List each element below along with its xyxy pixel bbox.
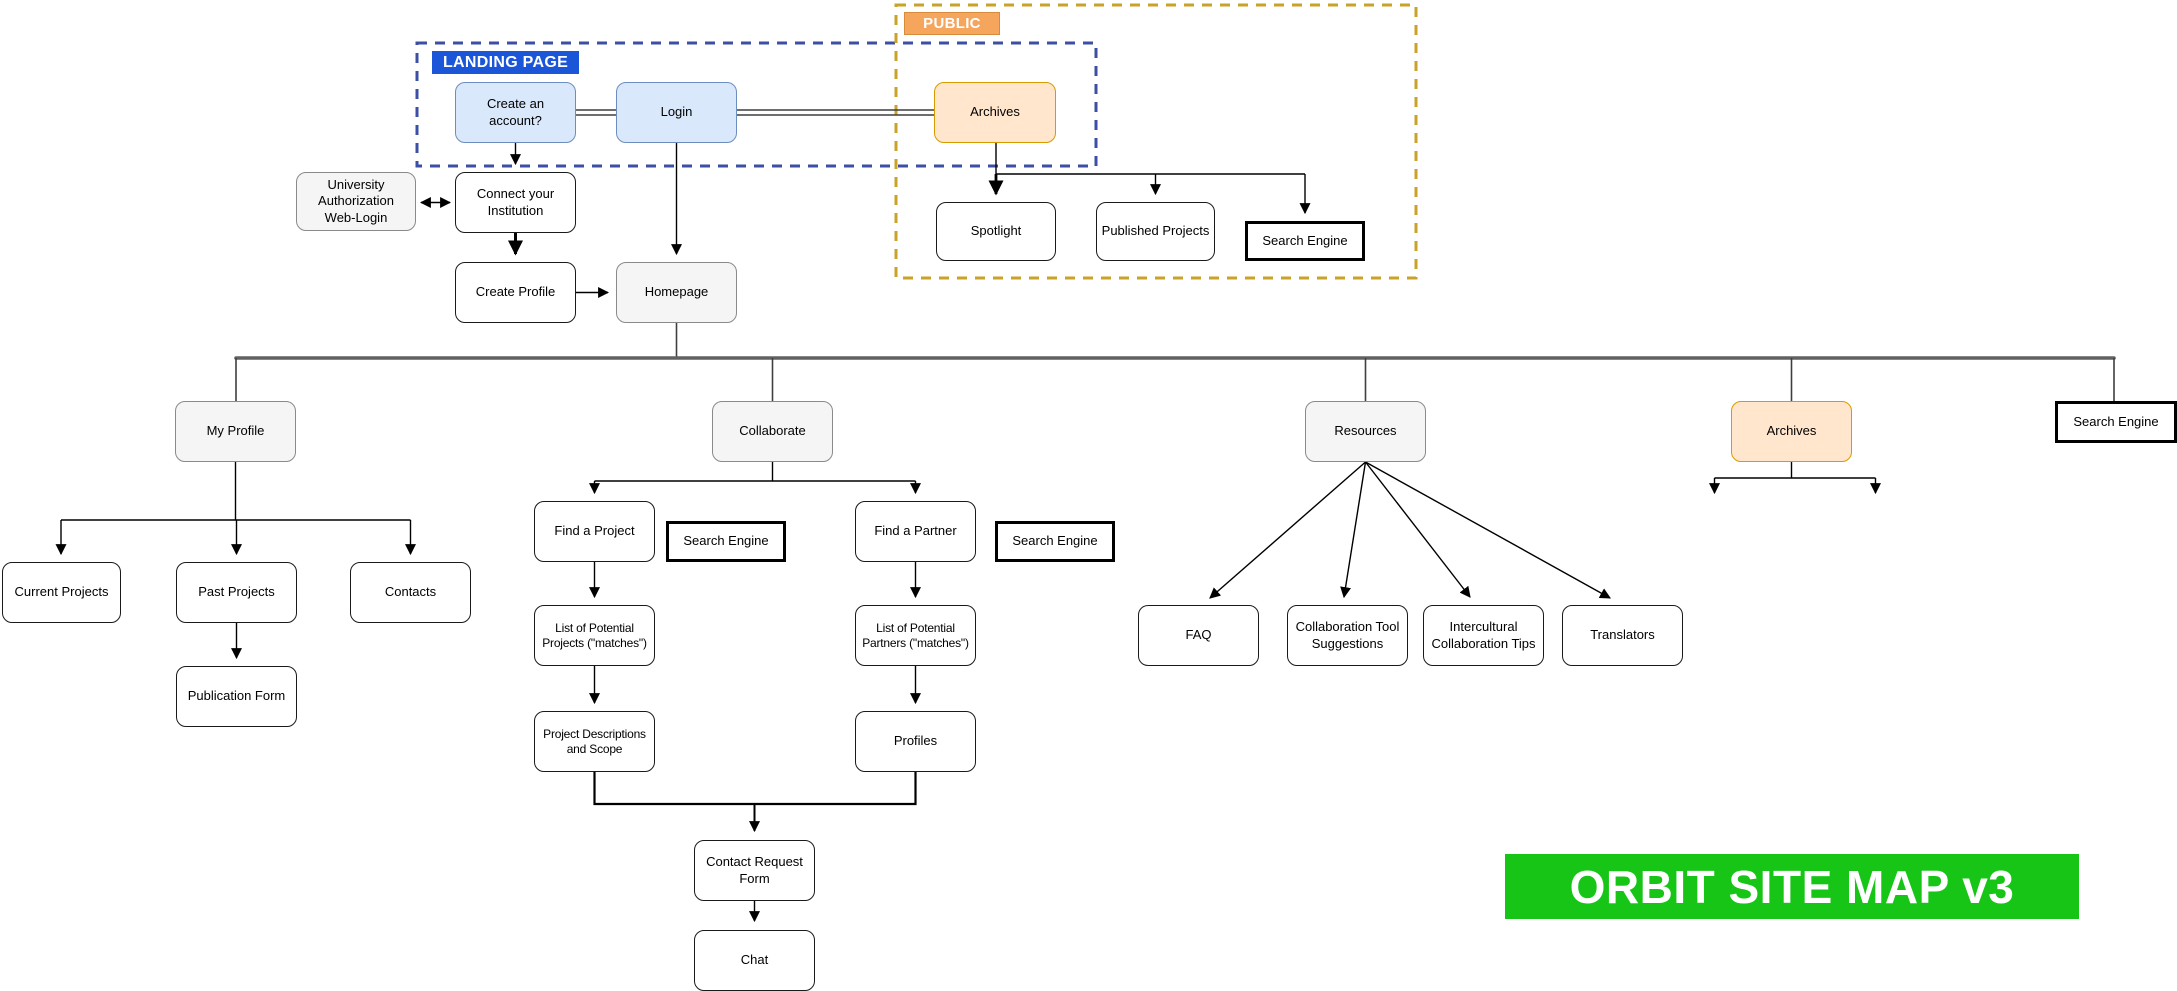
- node-my-profile: My Profile: [175, 401, 296, 462]
- node-project-descriptions-scope: Project Descriptions and Scope: [534, 711, 655, 772]
- node-contact-request-form: Contact Request Form: [694, 840, 815, 901]
- node-contacts: Contacts: [350, 562, 471, 623]
- node-archives: Archives: [1731, 401, 1852, 462]
- node-published-projects-public: Published Projects: [1096, 202, 1215, 261]
- node-search-engine-projects: Search Engine: [666, 521, 786, 562]
- node-create-profile: Create Profile: [455, 262, 576, 323]
- node-collaboration-tool-suggestions: Collaboration Tool Suggestions: [1287, 605, 1408, 666]
- node-past-projects: Past Projects: [176, 562, 297, 623]
- node-collaborate: Collaborate: [712, 401, 833, 462]
- node-profiles: Profiles: [855, 711, 976, 772]
- node-current-projects: Current Projects: [2, 562, 121, 623]
- edge-create-account-login: [576, 109, 616, 116]
- edge-merge-contact-form: [593, 772, 917, 923]
- node-list-potential-projects: List of Potential Projects ("matches"): [534, 605, 655, 666]
- public-region-outline: [894, 3, 1418, 280]
- node-translators: Translators: [1562, 605, 1683, 666]
- node-find-a-project: Find a Project: [534, 501, 655, 562]
- node-publication-form: Publication Form: [176, 666, 297, 727]
- main-tree-drops: [235, 358, 2115, 401]
- edge-login-archives: [737, 109, 934, 116]
- node-intercultural-collaboration-tips: Intercultural Collaboration Tips: [1423, 605, 1544, 666]
- node-spotlight-public: Spotlight: [936, 202, 1056, 261]
- edge-archives-public-children: [988, 143, 1311, 215]
- node-login: Login: [616, 82, 737, 143]
- node-homepage: Homepage: [616, 262, 737, 323]
- landing-region-outline: [415, 41, 1098, 168]
- node-search-engine-partners: Search Engine: [995, 521, 1115, 562]
- node-create-account: Create an account?: [455, 82, 576, 143]
- edge-archives2-children: [1709, 462, 1881, 495]
- node-list-potential-partners: List of Potential Partners ("matches"): [855, 605, 976, 666]
- node-archives-public: Archives: [934, 82, 1056, 143]
- node-find-a-partner: Find a Partner: [855, 501, 976, 562]
- node-chat: Chat: [694, 930, 815, 991]
- node-faq: FAQ: [1138, 605, 1259, 666]
- node-resources: Resources: [1305, 401, 1426, 462]
- node-search-engine-main: Search Engine: [2055, 401, 2177, 443]
- landing-page-region-label: LANDING PAGE: [432, 51, 579, 74]
- node-connect-your-institution: Connect your Institution: [455, 172, 576, 233]
- edge-resources-children: [1209, 461, 1611, 599]
- public-region-label: PUBLIC: [904, 12, 1000, 35]
- edge-collaborate-children: [589, 462, 921, 705]
- node-search-engine-public: Search Engine: [1245, 221, 1365, 261]
- diagram-title: ORBIT SITE MAP v3: [1505, 854, 2079, 919]
- edge-my-profile-children: [55, 462, 416, 660]
- node-university-auth-web-login: University Authorization Web-Login: [296, 172, 416, 231]
